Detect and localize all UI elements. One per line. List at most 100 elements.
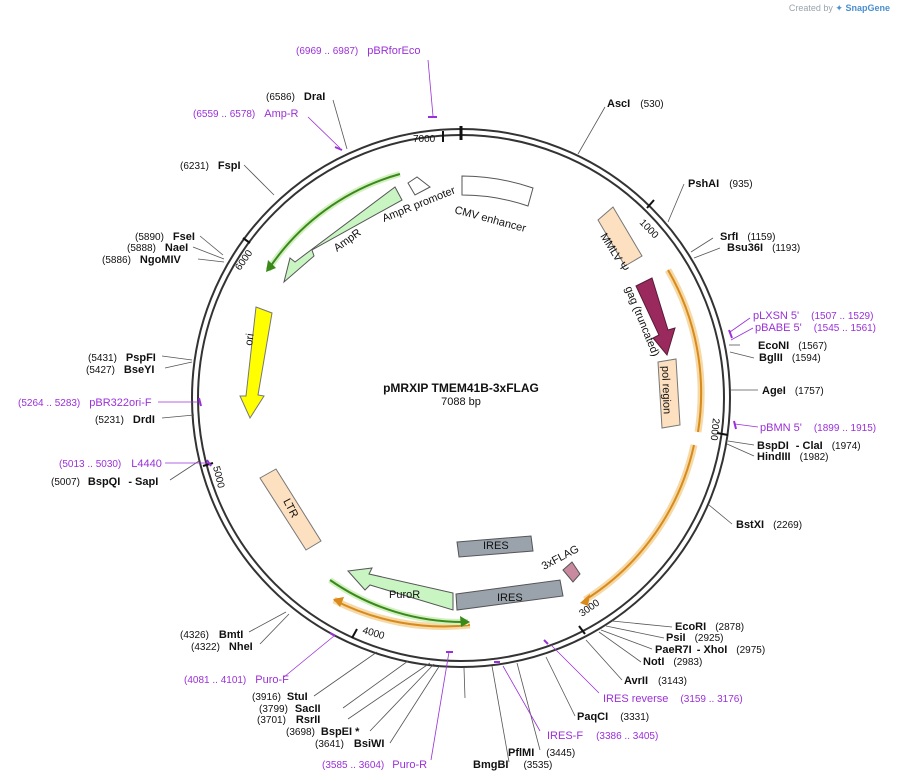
site-fsei[interactable]: (5890)FseI (135, 231, 195, 243)
tick-2000 (716, 432, 729, 436)
leader-ngomiv (197, 258, 225, 263)
primer-ires-f[interactable]: IRES-F(3386 .. 3405) (547, 730, 658, 742)
site-drai[interactable]: (6586)DraI (266, 91, 325, 103)
primer-ires-reverse[interactable]: IRES reverse(3159 .. 3176) (603, 693, 743, 705)
tick-3000 (578, 625, 586, 635)
tick-6000 (242, 237, 251, 244)
credit-brand: SnapGene (845, 3, 890, 13)
site-srfi[interactable]: SrfI(1159) (720, 231, 776, 243)
primer-pbrforeco[interactable]: (6969 .. 6987)pBRforEco (296, 45, 420, 57)
site-psii[interactable]: PsiI(2925) (666, 632, 723, 644)
orf-line-puro-green (329, 579, 469, 624)
mark-plxsn (728, 329, 733, 339)
leader-srfi (690, 237, 714, 253)
mark-amp-r (334, 146, 343, 151)
site-ascI[interactable]: AscI(530) (607, 98, 664, 110)
site-noti[interactable]: NotI(2983) (643, 656, 702, 668)
leader-bstxi (708, 504, 733, 525)
primer-plxsn[interactable]: pLXSN 5'(1507 .. 1529) (753, 310, 873, 322)
site-bmti[interactable]: (4326)BmtI (180, 629, 243, 641)
primer-amp-r[interactable]: (6559 .. 6578)Amp-R (193, 108, 299, 120)
tick-label-7000: 7000 (413, 134, 436, 145)
feature-label-puror: PuroR (389, 589, 420, 601)
leader-pspfi (161, 355, 193, 361)
leader-sacii (342, 660, 409, 709)
leader-ascI (577, 106, 606, 155)
feature-label-pol-region: pol region (659, 366, 673, 415)
leader-pbrforeco (427, 59, 434, 117)
site-sacii[interactable]: (3799)SacII (259, 703, 321, 715)
site-bspei[interactable]: (3698)BspEI * (286, 726, 360, 738)
site-ngomiv[interactable]: (5886)NgoMIV (102, 254, 182, 266)
orf-arrow-puro (333, 597, 344, 607)
site-bspdi-clai[interactable]: BspDI- ClaI(1974) (757, 440, 861, 452)
feature-ori[interactable] (239, 306, 273, 420)
plasmid-length: 7088 bp (441, 396, 481, 408)
leader-bsiwi-stub (463, 667, 466, 699)
leader-stui (313, 651, 378, 697)
site-naei[interactable]: (5888)NaeI (127, 242, 188, 254)
leader-pbmn (734, 423, 759, 428)
leader-rsrii (347, 662, 431, 720)
site-bmgbi[interactable]: BmgBI(3535) (473, 759, 552, 771)
site-paer7i-xhoi[interactable]: PaeR7I- XhoI(2975) (655, 644, 765, 656)
credit-text: Created by (788, 3, 833, 13)
leader-bsu36i (693, 247, 721, 259)
feature-puror[interactable] (346, 567, 454, 611)
leader-drai (332, 99, 348, 150)
leader-bseyi (164, 361, 193, 369)
feature-ampr[interactable] (283, 186, 403, 284)
site-stui[interactable]: (3916)StuI (252, 691, 308, 703)
site-paqci[interactable]: PaqCI(3331) (577, 711, 649, 723)
feature-ires-2[interactable] (455, 579, 564, 611)
leader-ires-reverse (550, 644, 600, 694)
orf-arrow-insert (580, 594, 590, 606)
site-fspi[interactable]: (6231)FspI (180, 160, 241, 172)
feature-pol-region[interactable] (657, 358, 681, 429)
leader-drdi (161, 414, 195, 419)
site-pspfi[interactable]: (5431)PspFI (88, 352, 156, 364)
site-bsu36i[interactable]: Bsu36I(1193) (727, 242, 800, 254)
mark-pbmn (733, 420, 737, 430)
primer-pbr322ori-f[interactable]: (5264 .. 5283)pBR322ori-F (18, 397, 152, 409)
leader-puro-f (283, 635, 335, 678)
primer-puro-r[interactable]: (3585 .. 3604)Puro-R (322, 759, 427, 771)
site-nhei[interactable]: (4322)NheI (191, 641, 253, 653)
site-pshai[interactable]: PshAI(935) (688, 178, 753, 190)
site-bspqi-sapi[interactable]: (5007)BspQI- SapI (51, 476, 158, 488)
leader-avrii (585, 639, 623, 681)
feature-ltr[interactable] (259, 468, 322, 551)
feature-ires-1[interactable] (456, 535, 534, 558)
primer-pbmn[interactable]: pBMN 5'(1899 .. 1915) (760, 422, 876, 434)
site-bstxi[interactable]: BstXI(2269) (736, 519, 802, 531)
site-avrii[interactable]: AvrII(3143) (624, 675, 687, 687)
site-bglii[interactable]: BglII(1594) (759, 352, 821, 364)
site-rsrii[interactable]: (3701)RsrII (257, 714, 320, 726)
feature-ampr-promoter[interactable] (407, 176, 431, 196)
site-agei[interactable]: AgeI(1757) (762, 385, 824, 397)
site-drdi[interactable]: (5231)DrdI (95, 414, 155, 426)
site-pflmi[interactable]: PflMI(3445) (508, 747, 575, 759)
primer-l4440[interactable]: (5013 .. 5030)L4440 (59, 458, 162, 470)
backbone (191, 126, 731, 668)
feature-cmv-enhancer[interactable] (461, 175, 534, 207)
feature-mmlv-psi[interactable] (597, 206, 643, 267)
site-ecori[interactable]: EcoRI(2878) (675, 621, 744, 633)
site-bsiwi[interactable]: (3641)BsiWI (315, 738, 384, 750)
primer-pbabe[interactable]: pBABE 5'(1545 .. 1561) (755, 322, 876, 334)
feature-3xflag[interactable] (562, 561, 581, 583)
feature-label-ires-1: IRES (483, 540, 509, 552)
feature-gag[interactable] (635, 277, 676, 357)
site-labels: AscI(530) PshAI(935) SrfI(1159) Bsu36I(1… (51, 91, 861, 771)
feature-label-cmv-enhancer: CMV enhancer (453, 204, 527, 235)
site-bseyi[interactable]: (5427)BseYI (86, 364, 154, 376)
leader-psii (605, 625, 665, 639)
orf-line-insert (584, 444, 695, 601)
primer-puro-f[interactable]: (4081 .. 4101)Puro-F (184, 674, 289, 686)
site-econi[interactable]: EcoNI(1567) (758, 340, 827, 352)
site-hindiii[interactable]: HindIII(1982) (757, 451, 829, 463)
snapgene-logo-icon: ✦ (835, 3, 843, 13)
leader-puro-r (430, 651, 450, 761)
orf-arcs (265, 171, 705, 630)
